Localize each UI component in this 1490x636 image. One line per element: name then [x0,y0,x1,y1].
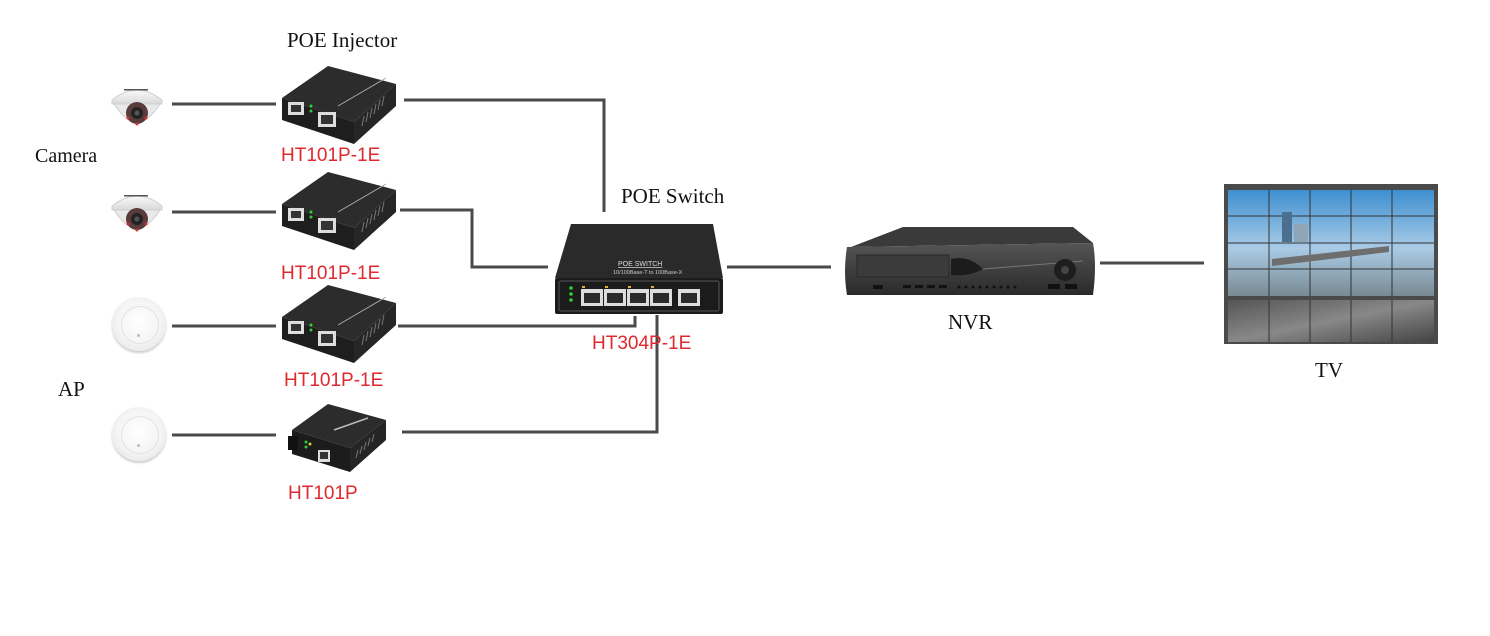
nvr-device [843,225,1097,304]
injector-3-model: HT101P-1E [284,370,384,391]
wire-injector2-switch [400,208,548,269]
switch-model: HT304P-1E [592,333,692,354]
ap-led-icon [137,334,140,337]
poe-injector-2 [278,172,400,257]
poe-injector-icon [282,66,396,144]
dome-camera-icon [111,195,163,232]
wire-injector3-switch [398,316,637,328]
wire-injector1-switch [404,98,606,212]
poe-switch-icon: POE SWITCH 10/100Base-T to 100Base-X [555,224,723,314]
poe-injector-4 [288,404,390,481]
poe-injector-3 [278,285,400,370]
camera-2 [108,186,166,243]
poe-injector-title: POE Injector [287,28,398,52]
poe-injector-icon [282,172,396,250]
injector-2-model: HT101P-1E [281,263,381,284]
ap-led-icon [137,444,140,447]
injector-4-model: HT101P [288,483,358,504]
nvr-label: NVR [948,310,993,334]
access-point-2 [112,407,166,461]
dome-camera-icon [111,89,163,126]
nvr-icon [845,227,1095,295]
camera-label: Camera [35,145,98,167]
tv-label: TV [1315,358,1343,382]
switch-panel-subtext: 10/100Base-T to 100Base-X [613,270,683,276]
media-converter-icon [288,404,386,472]
poe-switch-title: POE Switch [621,184,725,208]
camera-1 [108,80,166,137]
switch-panel-text: POE SWITCH [618,261,662,268]
wire-injector4-switch [402,315,659,434]
injector-1-model: HT101P-1E [281,145,381,166]
poe-switch: POE SWITCH 10/100Base-T to 100Base-X [551,220,727,323]
poe-injector-1 [278,66,400,151]
poe-injector-icon [282,285,396,363]
access-point-1 [112,297,166,351]
tv-video-wall [1224,184,1438,351]
ap-label: AP [58,377,85,401]
tv-icon [1224,184,1438,344]
